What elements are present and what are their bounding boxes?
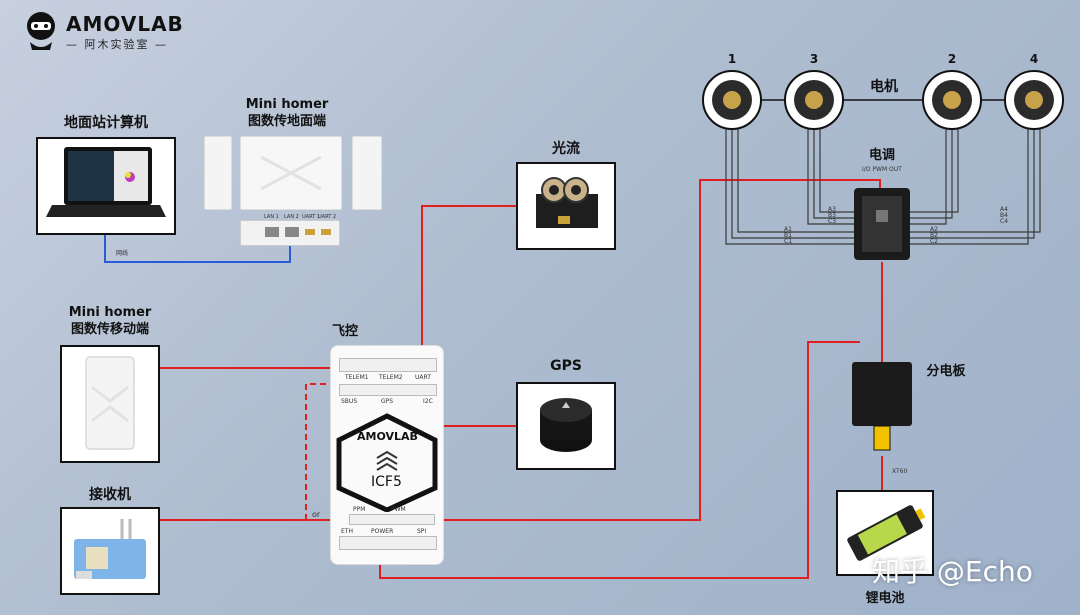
esc-pin-a2: A2 [930,226,938,233]
port-label-lan1: LAN 1 [264,214,279,220]
mini-homer-ground-top-view [240,136,342,210]
fc-mid-connectors [339,384,437,396]
mini-homer-air-label-line2: 图数传移动端 [70,322,149,337]
fc-port-uart: UART [415,374,431,381]
ground-pc-box [36,137,176,235]
receiver-box [60,507,160,595]
fc-port-spi: SPI [417,528,427,535]
mini-homer-ground-label-line1: Mini homer [245,97,329,112]
motor-2 [922,70,982,130]
lipo-battery-icon [847,505,926,561]
power-board-label: 分电板 [926,364,966,379]
brand-name: AMOVLAB [66,12,184,36]
wire-receiver-sbus-dashed [305,383,340,520]
brand-subtitle: — 阿木实验室 — [66,38,168,51]
port-label-uart1: UART 1 [302,214,321,220]
esc-board [854,188,910,260]
receiver-label: 接收机 [89,487,131,503]
motor-4-number: 4 [1029,52,1039,66]
motor-4 [1004,70,1064,130]
mini-homer-air-label: Mini homer 图数传移动端 [60,304,160,338]
fc-port-telem2: TELEM2 [379,374,403,381]
mini-homer-ground-label: Mini homer 图数传地面端 [232,96,342,130]
fc-port-ppm: PPM [353,506,366,513]
port-label-lan2: LAN 2 [284,214,299,220]
mini-homer-air-box [60,345,160,463]
esc-pin-a4: A4 [1000,206,1008,213]
esc-pin-c2: C2 [930,238,939,245]
esc-pin-b1: B1 [784,232,792,239]
optical-flow-sensor-icon [536,177,598,228]
optical-flow-box [516,162,616,250]
fc-model: ICF5 [371,474,402,490]
network-cable-line [104,234,291,263]
or-label: or [312,510,321,519]
battery-box [836,490,934,576]
fc-hexagon-emblem [336,413,438,512]
optical-flow-label: 光流 [552,141,580,157]
xt60-label: XT60 [892,468,908,475]
network-cable-label: 网线 [116,250,129,257]
mini-homer-ground-label-line2: 图数传地面端 [247,114,326,129]
uart2-port [321,229,331,235]
esc-pin-c3: C3 [828,218,837,225]
lan1-port [265,227,279,237]
esc-pin-c1: C1 [784,238,793,245]
esc-pin-a3: A3 [828,206,836,213]
flight-controller-body: TELEM1 TELEM2 UART SBUS GPS I2C AMOVLAB … [330,345,444,565]
esc-label: 电调 [868,148,895,163]
motor-1 [702,70,762,130]
port-label-uart2: UART 2 [318,214,337,220]
fc-port-pwm: PWM [391,506,406,513]
fc-top-connectors [339,358,437,372]
fc-port-eth: ETH [341,528,353,535]
esc-pin-b4: B4 [1000,212,1008,219]
fc-port-power: POWER [371,528,394,535]
red-wiring [160,179,883,579]
motor-1-number: 1 [727,52,737,66]
esc-pin-a1: A1 [784,226,792,233]
motor-wires [725,128,1041,245]
mini-homer-ground-front-view [352,136,382,210]
motor-2-number: 2 [947,52,957,66]
fc-port-sbus: SBUS [341,398,358,405]
air-module-icon [85,356,135,450]
fc-port-telem1: TELEM1 [345,374,369,381]
esc-pin-c4: C4 [1000,218,1009,225]
gps-box [516,382,616,470]
fc-port-i2c: I2C [423,398,433,405]
mini-homer-ground-ports-view [240,220,340,246]
motors-label: 电机 [870,79,898,95]
watermark: 知乎 @Echo [872,555,1033,588]
fc-brand: AMOVLAB [357,430,418,443]
robot-mascot-icon [27,12,55,50]
fc-port-gps: GPS [381,398,394,405]
gps-label: GPS [550,358,582,374]
battery-label: 锂电池 [865,591,905,606]
flight-controller-label: 飞控 [331,324,358,339]
fc-power-connectors [339,536,437,550]
mini-homer-air-label-line1: Mini homer [68,305,152,320]
power-board [852,362,912,451]
motor-3 [784,70,844,130]
motor-3-number: 3 [809,52,819,66]
mini-homer-ground-side-view [204,136,232,210]
wire-power-to-fc [379,341,860,579]
wire-optical-flow [421,205,516,356]
esc-pin-b3: B3 [828,212,836,219]
esc-pin-b2: B2 [930,232,938,239]
fc-bottom-connectors [349,514,435,525]
gps-puck-icon [540,398,592,452]
receiver-module-icon [74,519,146,579]
device-pattern-icon [260,155,322,191]
lan2-port [285,227,299,237]
brand-logo: AMOVLAB — 阿木实验室 — [22,8,184,56]
uart1-port [305,229,315,235]
wire-pwm-to-esc [420,179,881,521]
laptop-icon [46,147,166,217]
esc-sublabel: I/O PWM OUT [862,166,902,173]
ground-pc-label: 地面站计算机 [64,115,148,131]
